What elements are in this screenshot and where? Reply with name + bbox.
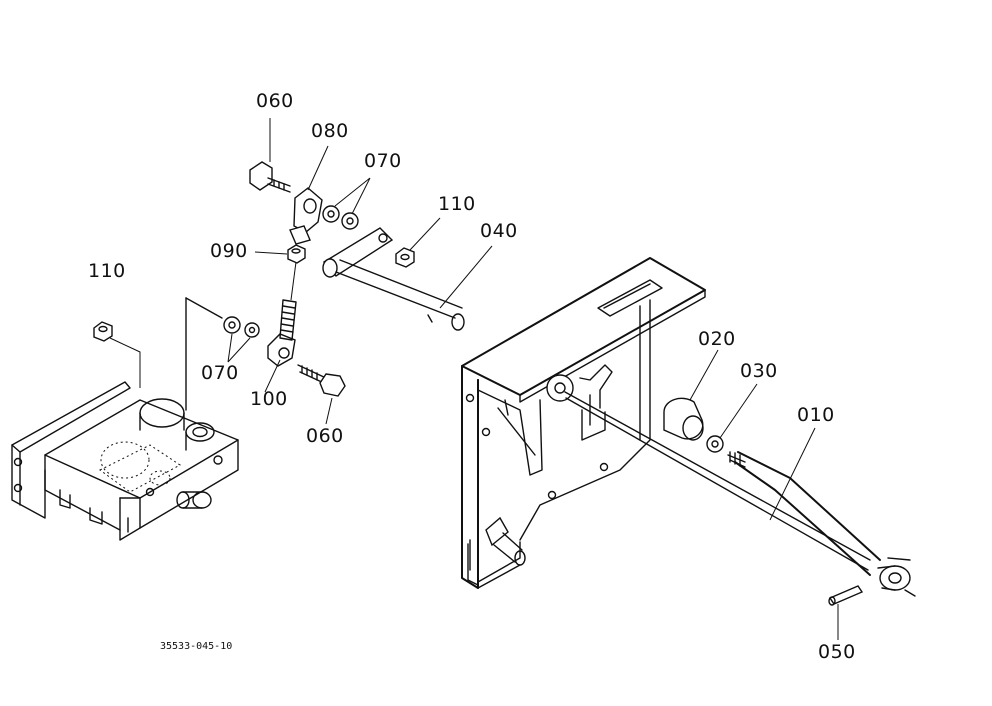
callout-020: 020 <box>698 328 736 350</box>
callout-030: 030 <box>740 360 778 382</box>
callout-060-bottom: 060 <box>306 425 344 447</box>
nut-090 <box>287 244 306 264</box>
rod-end-100 <box>267 261 297 367</box>
callout-110-left: 110 <box>88 260 126 282</box>
callout-050: 050 <box>818 641 856 663</box>
callout-010: 010 <box>797 404 835 426</box>
leader-lines <box>227 118 839 640</box>
callout-040: 040 <box>480 220 518 242</box>
bolt-060-lower <box>297 364 346 397</box>
callout-100: 100 <box>250 388 288 410</box>
washers-070-upper <box>322 205 359 230</box>
callout-110-top: 110 <box>438 193 476 215</box>
callout-070-top: 070 <box>364 150 402 172</box>
knob-020 <box>663 397 704 441</box>
main-bracket <box>461 257 706 589</box>
pin-050 <box>828 585 864 606</box>
pin-040 <box>322 227 465 331</box>
nut-110-left <box>93 321 141 388</box>
callout-090: 090 <box>210 240 248 262</box>
callout-070-bottom: 070 <box>201 362 239 384</box>
lever-010 <box>564 391 916 597</box>
rod-end-080 <box>289 187 323 245</box>
callout-080: 080 <box>311 120 349 142</box>
callout-060-top: 060 <box>256 90 294 112</box>
bolt-060-upper <box>249 161 291 193</box>
drawing-code: 35533-045-10 <box>160 641 233 652</box>
valve-assembly <box>11 297 239 541</box>
washers-070-lower <box>223 316 260 338</box>
washer-030 <box>706 435 724 453</box>
nut-110-upper <box>395 247 415 268</box>
